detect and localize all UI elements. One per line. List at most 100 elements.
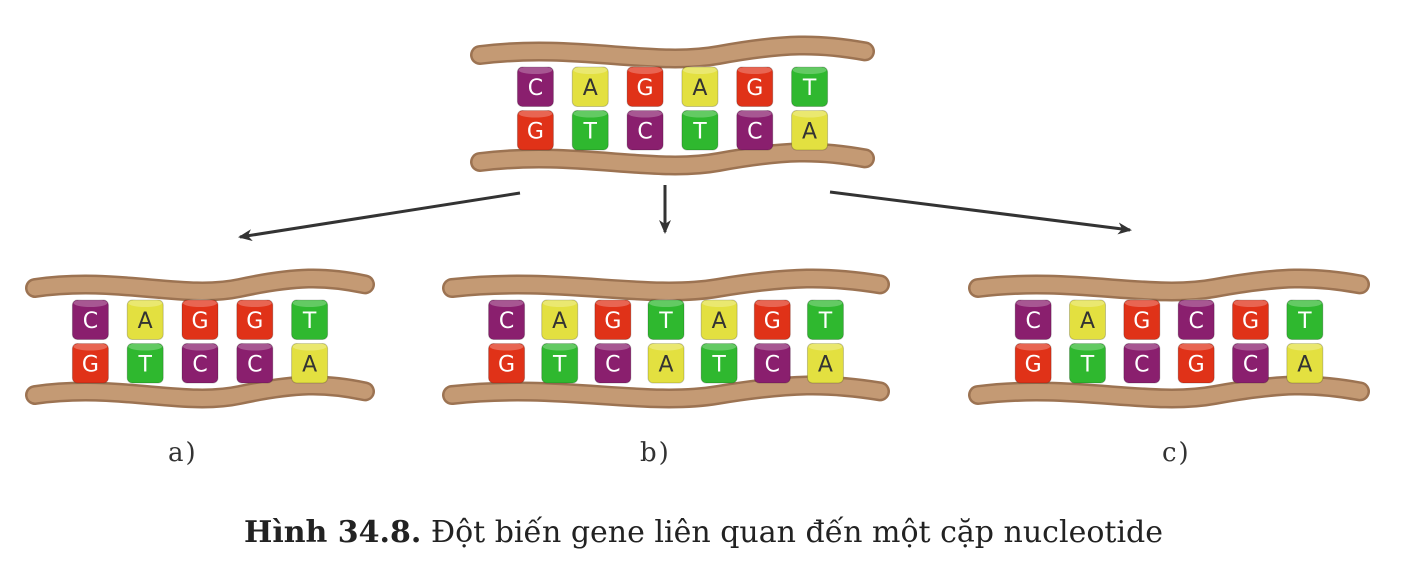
- svg-text:C: C: [605, 352, 620, 377]
- svg-text:G: G: [191, 309, 208, 334]
- svg-text:A: A: [1080, 309, 1095, 334]
- svg-text:A: A: [692, 76, 707, 101]
- variant-b-base-top-2: G: [594, 299, 632, 340]
- variant-b-base-top-3: T: [647, 299, 685, 340]
- variant-a-base-bottom-1: T: [126, 342, 164, 384]
- svg-text:C: C: [247, 352, 262, 377]
- svg-text:T: T: [302, 309, 317, 334]
- original-base-top-1: A: [571, 66, 609, 107]
- arrow-to-a: [238, 191, 521, 242]
- svg-text:G: G: [1133, 309, 1150, 334]
- variant-b-base-bottom-0: G: [488, 342, 526, 384]
- variant-b-bottom-strand: [444, 377, 888, 406]
- svg-text:C: C: [747, 119, 762, 144]
- variant-a-bottom-strand: [27, 378, 373, 406]
- svg-text:G: G: [1025, 352, 1042, 377]
- svg-text:C: C: [499, 309, 514, 334]
- caption-figure-number: Hình 34.8.: [244, 515, 422, 550]
- variant-b-base-bottom-5: C: [753, 342, 791, 384]
- figure-caption: Hình 34.8. Đột biến gene liên quan đến m…: [0, 515, 1407, 550]
- variant-a-base-bottom-4: A: [291, 342, 329, 384]
- variant-c-bottom-strand: [970, 377, 1368, 406]
- variant-a-base-top-3: G: [236, 299, 274, 340]
- original-base-bottom-5: A: [791, 109, 829, 151]
- svg-text:T: T: [802, 76, 817, 101]
- svg-text:C: C: [1243, 352, 1258, 377]
- variant-c-base-top-0: C: [1014, 299, 1052, 340]
- variant-c-base-bottom-4: C: [1232, 342, 1269, 384]
- original-base-bottom-3: T: [681, 109, 719, 151]
- svg-text:C: C: [637, 119, 652, 144]
- svg-text:C: C: [1134, 352, 1149, 377]
- variant-c-base-bottom-3: G: [1177, 342, 1215, 384]
- label-b: b): [640, 438, 671, 468]
- original-base-bottom-0: G: [516, 109, 554, 151]
- variant-a-base-top-4: T: [291, 299, 329, 340]
- caption-text: Đột biến gene liên quan đến một cặp nucl…: [421, 515, 1163, 550]
- svg-text:C: C: [83, 309, 98, 334]
- svg-text:A: A: [712, 309, 727, 334]
- svg-text:C: C: [1025, 309, 1040, 334]
- svg-text:G: G: [246, 309, 263, 334]
- variant-b-base-top-5: G: [753, 299, 791, 340]
- svg-text:A: A: [552, 309, 567, 334]
- original-base-top-0: C: [516, 66, 554, 107]
- svg-text:T: T: [818, 309, 833, 334]
- variant-a-top-strand: [27, 271, 373, 299]
- variant-a-base-top-1: A: [126, 299, 164, 340]
- svg-text:G: G: [746, 76, 763, 101]
- svg-text:A: A: [818, 352, 833, 377]
- variant-b-base-top-6: T: [806, 299, 844, 340]
- variant-c-base-bottom-1: T: [1069, 342, 1106, 384]
- svg-text:G: G: [637, 76, 654, 101]
- svg-text:A: A: [583, 76, 598, 101]
- variant-b-base-top-0: C: [488, 299, 526, 340]
- svg-text:G: G: [1188, 352, 1205, 377]
- variant-c-base-top-5: T: [1286, 299, 1324, 340]
- svg-text:T: T: [658, 309, 673, 334]
- label-a: a): [168, 438, 198, 468]
- svg-text:G: G: [1242, 309, 1259, 334]
- label-c: c): [1162, 438, 1191, 468]
- original-base-bottom-2: C: [626, 109, 664, 151]
- variant-a-base-bottom-2: C: [181, 342, 219, 384]
- variant-b-base-top-1: A: [541, 299, 579, 340]
- original-base-top-5: T: [791, 66, 829, 107]
- variant-b-base-bottom-4: T: [700, 342, 738, 384]
- variant-b-top-strand: [444, 270, 888, 299]
- svg-text:G: G: [498, 352, 515, 377]
- svg-text:C: C: [1188, 309, 1203, 334]
- svg-text:A: A: [658, 352, 673, 377]
- svg-text:C: C: [765, 352, 780, 377]
- variant-b-base-bottom-3: A: [647, 342, 685, 384]
- variant-c-base-bottom-0: G: [1014, 342, 1052, 384]
- variant-c-base-top-4: G: [1232, 299, 1269, 340]
- svg-text:T: T: [1080, 352, 1095, 377]
- original-top-strand: [472, 37, 873, 66]
- original-base-top-4: G: [736, 66, 774, 107]
- svg-text:T: T: [552, 352, 567, 377]
- svg-text:G: G: [604, 309, 621, 334]
- svg-text:T: T: [583, 119, 598, 144]
- original-bottom-strand: [472, 144, 873, 173]
- svg-text:C: C: [192, 352, 207, 377]
- svg-text:A: A: [302, 352, 317, 377]
- svg-text:G: G: [764, 309, 781, 334]
- svg-text:T: T: [137, 352, 152, 377]
- variant-c-base-top-1: A: [1069, 299, 1106, 340]
- svg-text:C: C: [528, 76, 543, 101]
- variant-a-base-bottom-0: G: [71, 342, 109, 384]
- svg-text:G: G: [527, 119, 544, 144]
- svg-text:A: A: [138, 309, 153, 334]
- svg-text:A: A: [802, 119, 817, 144]
- variant-a-base-top-2: G: [181, 299, 219, 340]
- variant-a-base-top-0: C: [71, 299, 109, 340]
- variant-b-base-bottom-6: A: [806, 342, 844, 384]
- variant-b-base-top-4: A: [700, 299, 738, 340]
- variant-b-base-bottom-2: C: [594, 342, 632, 384]
